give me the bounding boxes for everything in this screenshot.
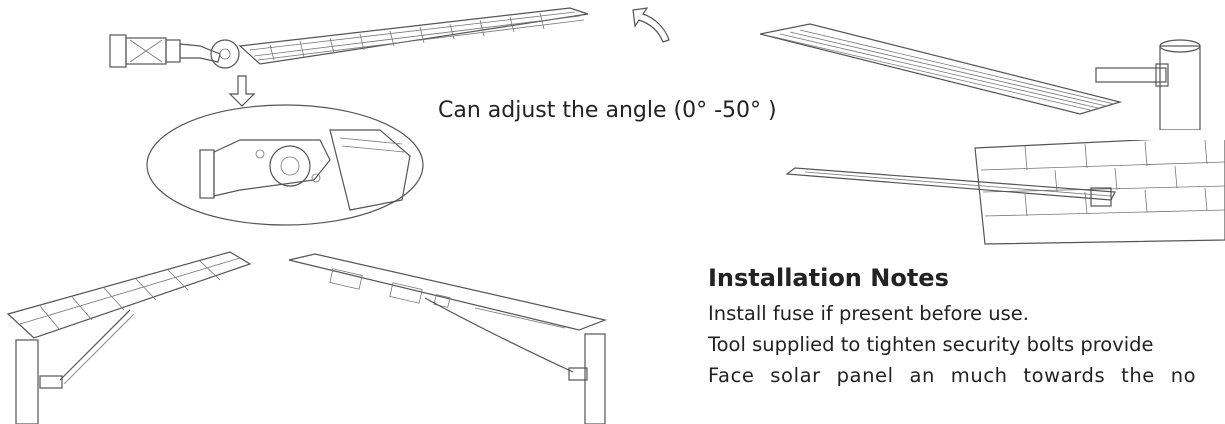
angle-caption: Can adjust the angle (0° -50° ) — [438, 98, 777, 123]
installation-notes: Installation Notes Install fuse if prese… — [708, 264, 1225, 391]
wall-mount-illustration — [785, 140, 1225, 245]
front-view-illustration — [0, 250, 260, 424]
lamp-top-illustration — [100, 0, 660, 80]
notes-title: Installation Notes — [708, 264, 949, 292]
pole-mount-illustration — [760, 10, 1225, 130]
notes-line-tool: Tool supplied to tighten security bolts … — [708, 333, 1154, 356]
rotate-arrow-icon — [625, 4, 675, 46]
joint-detail-illustration — [140, 100, 430, 230]
down-arrow-icon — [228, 74, 258, 108]
rear-view-illustration — [285, 250, 635, 424]
notes-line-fuse: Install fuse if present before use. — [708, 302, 1029, 325]
notes-line-orientation: Face solar panel an much towards the no — [708, 364, 1197, 387]
